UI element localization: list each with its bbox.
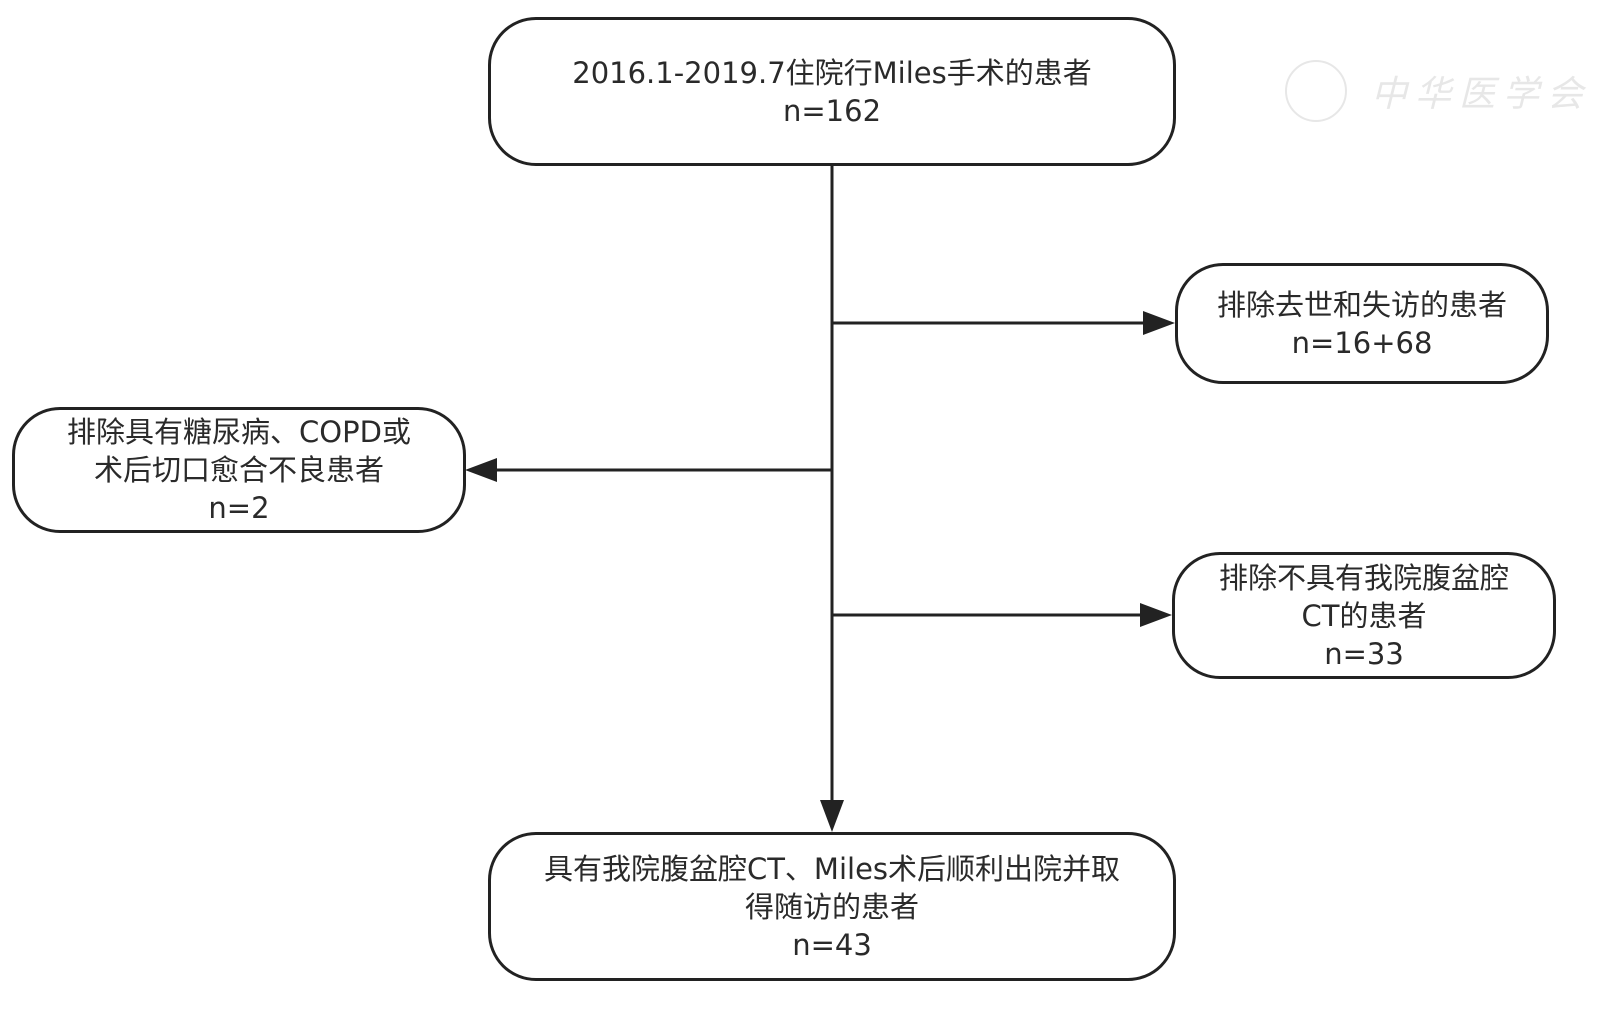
exclude-no-ct-label-2: CT的患者 xyxy=(1301,598,1427,633)
exclude-comorbidity-label-1: 排除具有糖尿病、COPD或 xyxy=(67,415,411,449)
arrowhead-death-lost xyxy=(1143,311,1175,335)
final-label-1: 具有我院腹盆腔CT、Miles术后顺利出院并取 xyxy=(543,851,1121,886)
exclude-no-ct-label-1: 排除不具有我院腹盆腔 xyxy=(1218,560,1509,595)
arrowhead-no-ct xyxy=(1140,603,1172,627)
exclude-death-lost-count: n=16+68 xyxy=(1291,325,1433,360)
society-seal-icon xyxy=(1285,60,1347,122)
start-count: n=162 xyxy=(782,93,882,128)
exclude-death-lost-box: 排除去世和失访的患者 n=16+68 xyxy=(1175,263,1549,384)
exclude-no-ct-box: 排除不具有我院腹盆腔 CT的患者 n=33 xyxy=(1172,552,1556,679)
final-count: n=43 xyxy=(792,927,872,962)
exclude-comorbidity-box: 排除具有糖尿病、COPD或 术后切口愈合不良患者 n=2 xyxy=(12,407,466,533)
exclude-death-lost-label: 排除去世和失访的患者 xyxy=(1216,287,1507,322)
exclude-no-ct-count: n=33 xyxy=(1324,636,1404,671)
arrowhead-comorbidity xyxy=(465,458,497,482)
exclude-comorbidity-count: n=2 xyxy=(208,491,270,525)
start-label: 2016.1-2019.7住院行Miles手术的患者 xyxy=(572,55,1092,90)
final-label-2: 得随访的患者 xyxy=(744,889,919,924)
watermark: 中华医学会 xyxy=(1285,60,1591,122)
watermark-text: 中华医学会 xyxy=(1371,74,1592,115)
start-box: 2016.1-2019.7住院行Miles手术的患者 n=162 xyxy=(488,17,1176,166)
exclude-comorbidity-label-2: 术后切口愈合不良患者 xyxy=(93,453,384,487)
final-box: 具有我院腹盆腔CT、Miles术后顺利出院并取 得随访的患者 n=43 xyxy=(488,832,1176,981)
arrowhead-final xyxy=(820,800,844,832)
